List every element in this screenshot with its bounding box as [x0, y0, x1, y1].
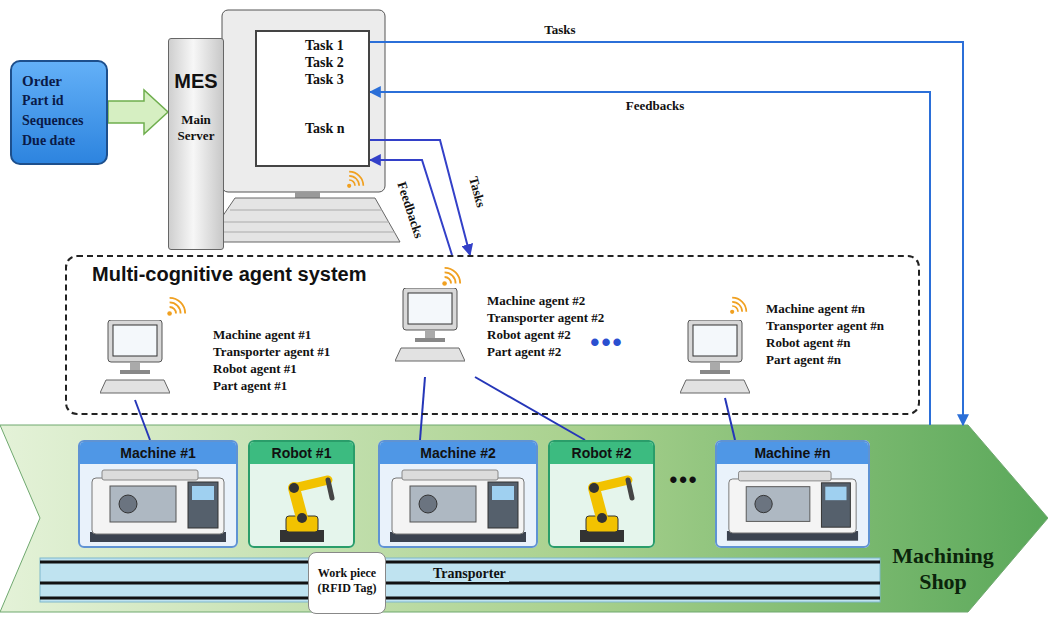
connector — [370, 160, 452, 255]
workpiece-tag: Work piece (RFID Tag) — [308, 552, 386, 614]
machine-name: Machine #n — [717, 442, 868, 464]
keyboard — [205, 198, 400, 242]
task-item: Task 3 — [305, 71, 368, 88]
robot-picture — [280, 480, 332, 542]
connector — [370, 92, 930, 425]
edge-label: Tasks — [465, 173, 490, 211]
edge-label: Feedbacks — [393, 178, 428, 242]
machining-shop-band: Machining Shop Machine #1 Robot #1 Machine … — [0, 425, 1048, 612]
shop-band-shape — [0, 425, 1048, 612]
machine-box: Machine #n — [715, 440, 870, 548]
agent-name: Part agent #n — [766, 351, 915, 368]
wifi-symbol — [730, 298, 746, 314]
agent-computer — [395, 288, 465, 361]
order-box: OrderPart idSequencesDue date — [10, 60, 108, 165]
connector — [370, 140, 470, 255]
connector — [475, 377, 585, 440]
edge-label: Feedbacks — [624, 98, 687, 114]
robot-body — [548, 440, 655, 548]
agent-computer — [100, 320, 170, 393]
block-arrow — [108, 90, 168, 134]
task-item: Task 1 — [305, 37, 368, 54]
machine-name: Machine #2 — [380, 442, 536, 464]
agent-name: Transporter agent #1 — [213, 343, 350, 360]
machine-body — [78, 440, 238, 548]
keyboard-keys — [223, 222, 389, 223]
ellipsis-dots: ••• — [590, 327, 623, 358]
monitor-bezel — [222, 10, 385, 192]
order-field: Order — [22, 71, 100, 91]
shop-label: Machining Shop — [888, 543, 998, 595]
agent-station: Machine agent #nTransporter agent #nRobo… — [675, 298, 915, 398]
order-field: Part id — [22, 91, 100, 111]
transporter-rail — [40, 561, 880, 564]
workpiece-label: Work piece (RFID Tag) — [312, 566, 382, 596]
robot-box: Robot #1 — [248, 440, 355, 548]
agent-name: Transporter agent #n — [766, 317, 915, 334]
connector — [725, 398, 735, 440]
transporter-ground — [40, 558, 880, 602]
transporter-label: Transporter — [430, 566, 509, 582]
edge-label: Tasks — [542, 22, 577, 38]
order-field: Due date — [22, 131, 100, 151]
wifi-symbol — [167, 298, 185, 316]
monitor-screen: Task 1Task 2Task 3 Task n — [255, 30, 370, 167]
wifi-symbol — [347, 172, 363, 188]
group-title: Multi-cognitive agent system — [92, 262, 918, 287]
agent-name: Transporter agent #2 — [487, 309, 640, 326]
agent-name: Machine agent #n — [766, 300, 915, 317]
robot-body — [248, 440, 355, 548]
robot-name: Robot #2 — [550, 442, 653, 464]
lathe-picture — [390, 470, 526, 542]
connector — [370, 42, 963, 425]
task-item: Task 2 — [305, 54, 368, 71]
agent-system-group: Multi-cognitive agent systemMachine agen… — [65, 255, 920, 415]
transporter-rail — [40, 597, 880, 600]
agent-station: Machine agent #1Transporter agent #1Robo… — [95, 300, 350, 400]
lathe-picture — [90, 470, 226, 542]
robot-name: Robot #1 — [250, 442, 353, 464]
server-tower: MES Main Server — [168, 38, 224, 250]
ellipsis-dots: ••• — [669, 467, 698, 493]
agent-name: Part agent #1 — [213, 377, 350, 394]
wifi-symbol — [442, 268, 460, 286]
machine-body — [715, 440, 870, 548]
task-item: Task n — [305, 120, 368, 137]
machine-body — [378, 440, 538, 548]
agent-name: Machine agent #1 — [213, 326, 350, 343]
transporter-band: Transporter Work piece (RFID Tag) — [40, 558, 880, 602]
lathe-picture — [727, 471, 858, 540]
keyboard-keys — [230, 210, 382, 211]
keyboard-keys — [216, 232, 395, 233]
server-label: Main Server — [171, 112, 221, 144]
agent-name: Machine agent #2 — [487, 292, 640, 309]
monitor-neck — [295, 192, 320, 198]
agent-name: Robot agent #1 — [213, 360, 350, 377]
order-field: Sequences — [22, 111, 100, 131]
agent-computer — [680, 320, 750, 393]
server-label: MES — [171, 69, 221, 94]
agent-name: Robot agent #n — [766, 334, 915, 351]
robot-picture — [580, 480, 632, 542]
machine-name: Machine #1 — [80, 442, 236, 464]
machine-box: Machine #1 — [78, 440, 238, 548]
machine-box: Machine #2 — [378, 440, 538, 548]
robot-box: Robot #2 — [548, 440, 655, 548]
connector — [135, 400, 150, 440]
connector — [420, 377, 425, 440]
